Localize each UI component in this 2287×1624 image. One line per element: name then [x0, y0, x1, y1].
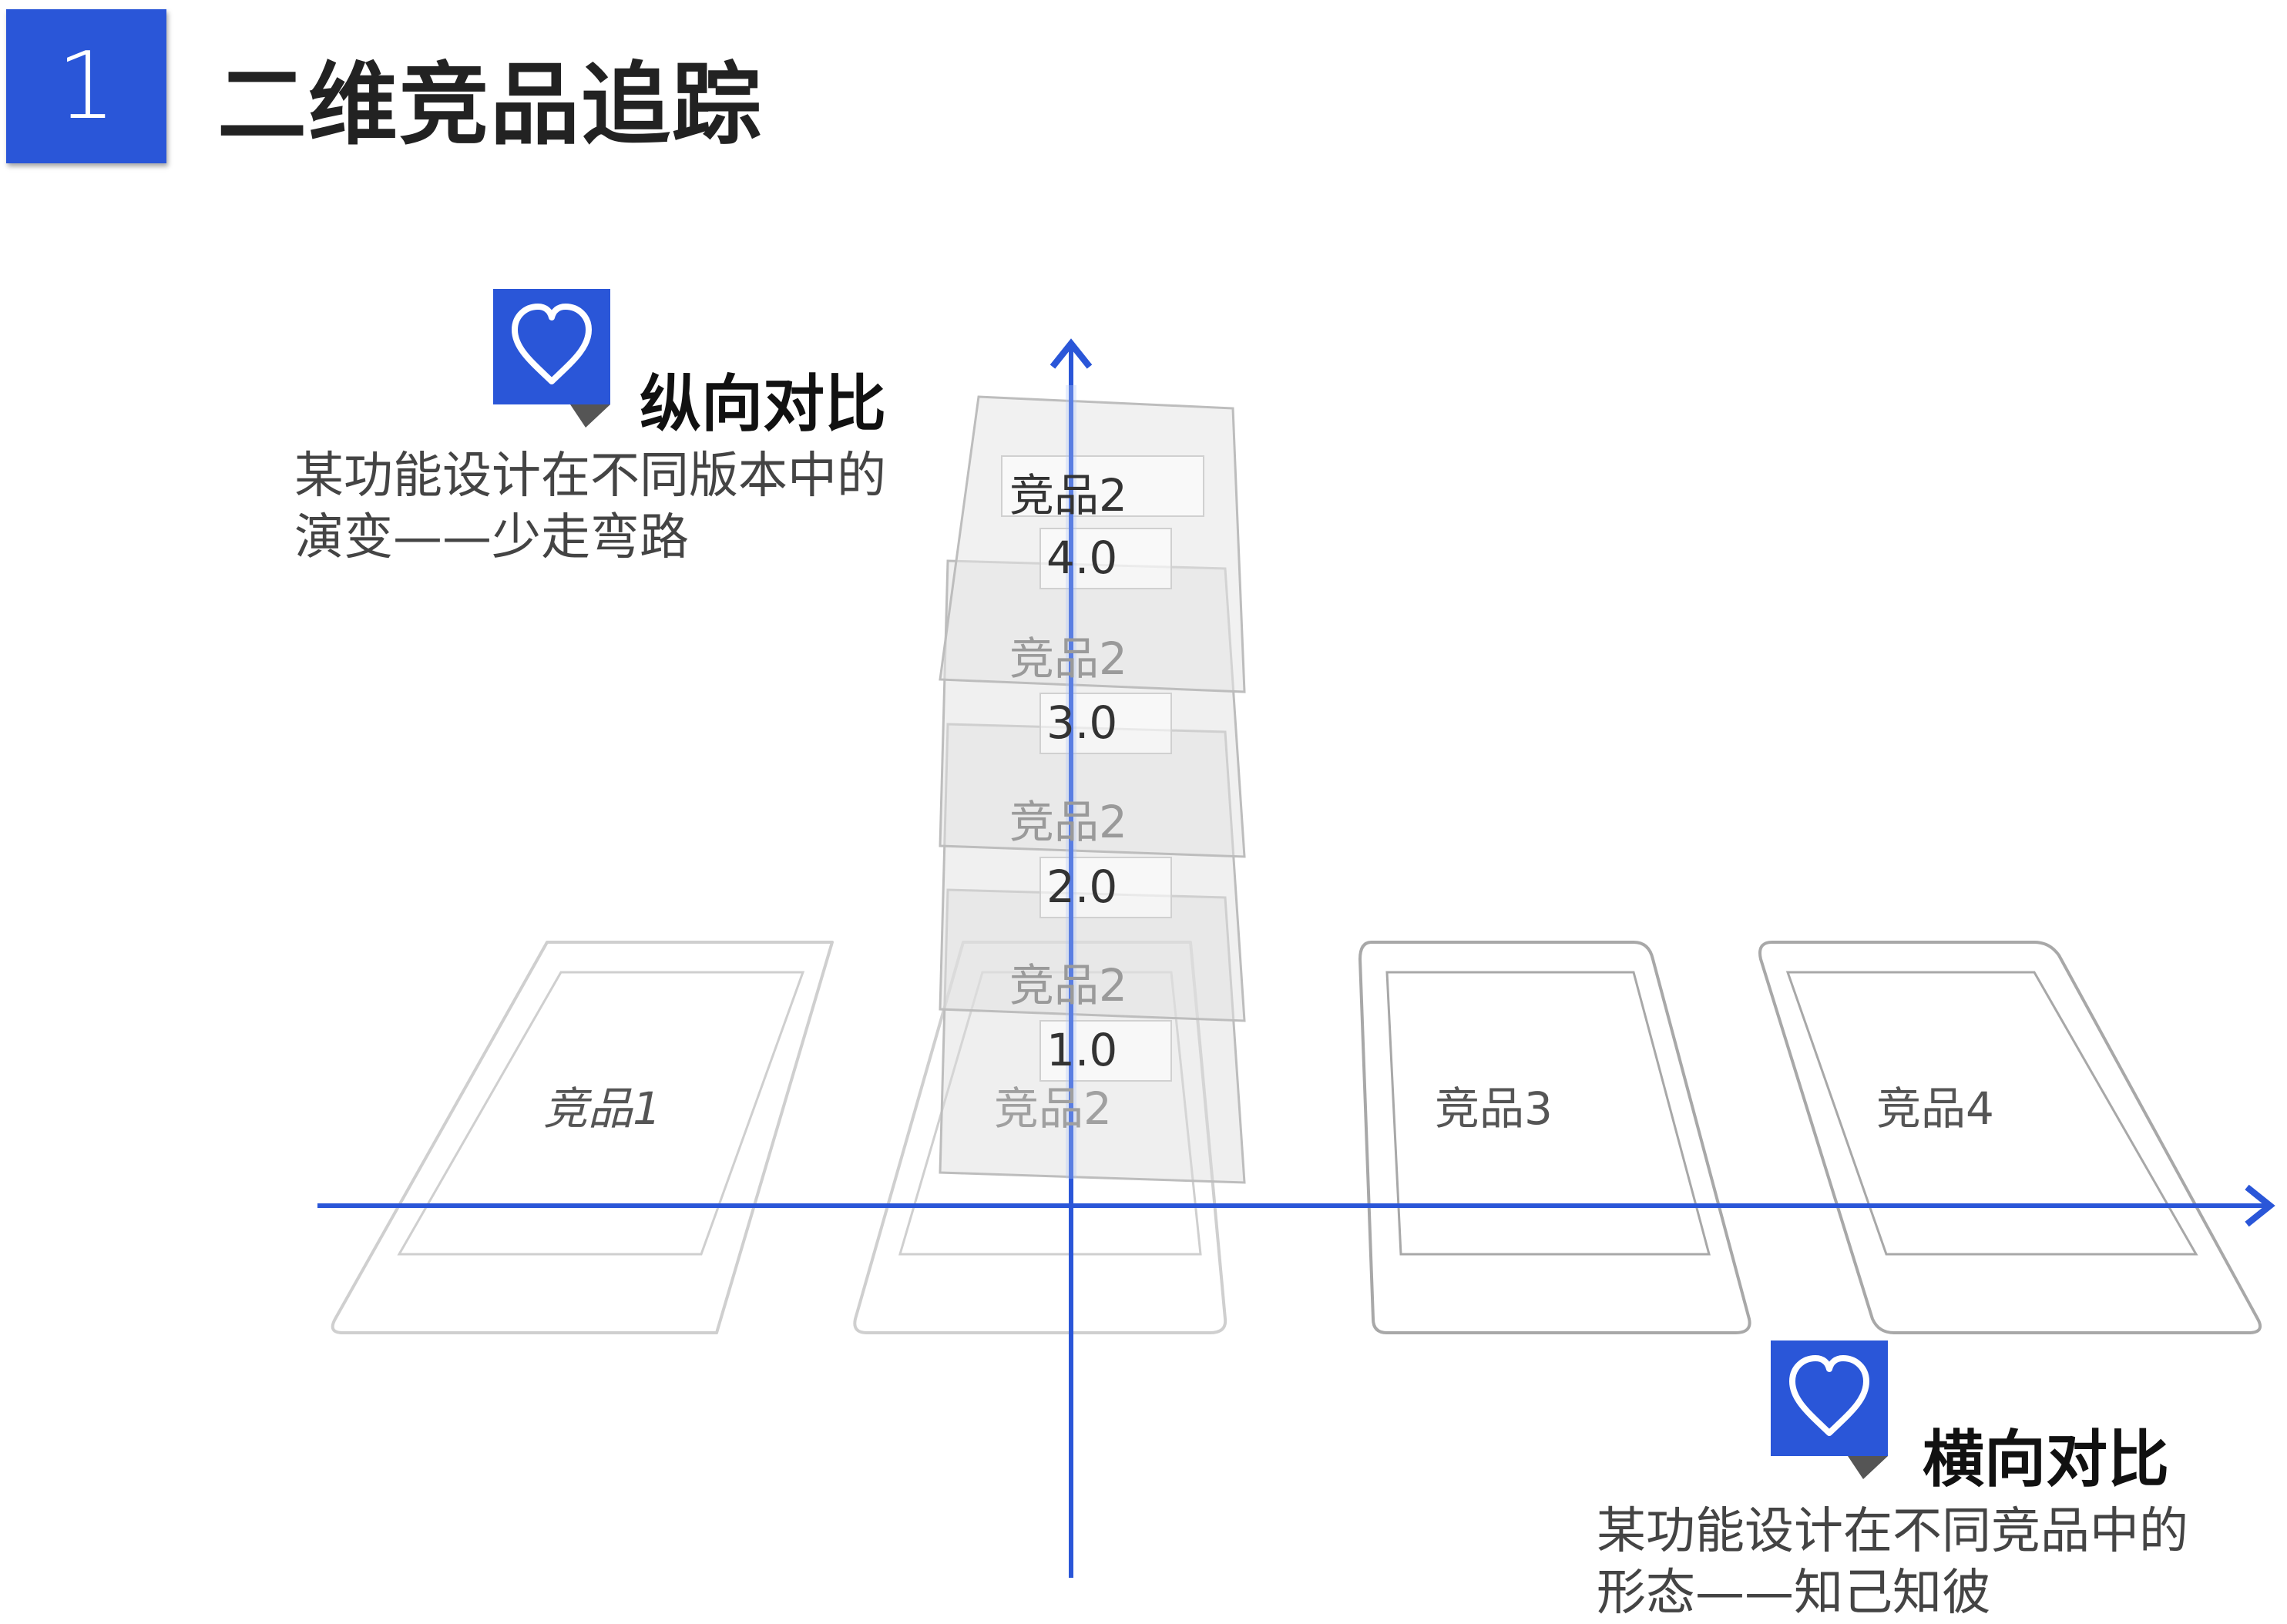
description-line: 演变——少走弯路 — [294, 509, 689, 566]
vertical-compare-description: 某功能设计在不同版本中的 演变——少走弯路 — [294, 445, 886, 569]
horizontal-compare-description: 某功能设计在不同竞品中的 形态——知己知彼 — [1597, 1501, 2188, 1624]
phone-outline-4 — [1758, 941, 2262, 1334]
heart-icon — [512, 304, 592, 384]
version-card-number: 3.0 — [1046, 696, 1118, 749]
version-card-name: 竞品2 — [1009, 632, 1127, 685]
version-card-stack — [939, 395, 1246, 1184]
phone-label-3: 竞品3 — [1435, 1082, 1553, 1135]
version-card-name: 竞品2 — [1009, 469, 1127, 522]
vertical-compare-heading: 纵向对比 — [640, 368, 886, 440]
phone-label-4: 竞品4 — [1876, 1082, 1994, 1135]
phone-label-2: 竞品2 — [994, 1082, 1112, 1135]
section-number-badge: 1 — [6, 9, 166, 163]
phone-outline-3 — [1358, 941, 1751, 1334]
version-card-number: 2.0 — [1046, 861, 1118, 913]
version-card-name: 竞品2 — [1009, 959, 1127, 1012]
version-card-number: 4.0 — [1046, 532, 1118, 584]
version-card-name: 竞品2 — [1009, 796, 1127, 848]
phone-label-1: 竞品1 — [543, 1082, 661, 1135]
heart-badge-horizontal — [1771, 1340, 1888, 1479]
heart-icon — [1789, 1355, 1869, 1436]
horizontal-compare-heading: 横向对比 — [1923, 1424, 2169, 1495]
phone-outline-1 — [331, 941, 834, 1334]
page-title: 二维竞品追踪 — [217, 53, 763, 157]
heart-badge-vertical — [493, 289, 610, 428]
version-card-number: 1.0 — [1046, 1024, 1118, 1076]
description-line: 某功能设计在不同竞品中的 — [1597, 1503, 2188, 1560]
description-line: 形态——知己知彼 — [1597, 1565, 1991, 1622]
description-line: 某功能设计在不同版本中的 — [294, 448, 886, 505]
section-number: 1 — [56, 32, 116, 140]
